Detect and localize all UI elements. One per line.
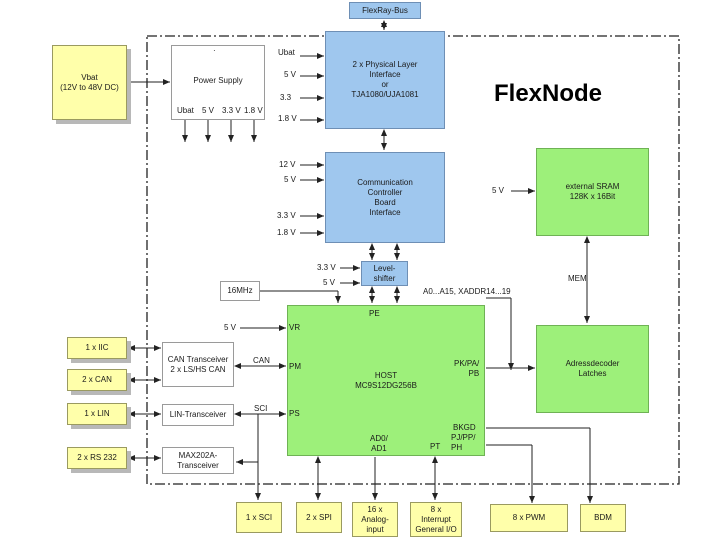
lin-box: 1 x LIN — [67, 403, 127, 425]
flexray-bus-box: FlexRay-Bus — [349, 2, 421, 19]
host-pm-label: PM — [289, 362, 301, 371]
iic-box: 1 x IIC — [67, 337, 127, 359]
host-ad-label: AD0/ AD1 — [370, 434, 388, 453]
ps-33v-label: 3.3 V — [222, 106, 241, 115]
can-transceiver-box: CAN Transceiver 2 x LS/HS CAN — [162, 342, 234, 387]
diagram-title: FlexNode — [494, 80, 603, 107]
power-supply-box: Power Supply — [171, 45, 265, 120]
cc-5v-label: 5 V — [284, 175, 297, 184]
ps-ubat-label: Ubat — [177, 106, 194, 115]
lin-transceiver-box: LIN-Transceiver — [162, 404, 234, 426]
phy-5v-label: 5 V — [284, 70, 297, 79]
host-5v-label: 5 V — [224, 323, 237, 332]
comm-controller-box: Communication Controller Board Interface — [325, 152, 445, 243]
ps-5v-label: 5 V — [202, 106, 215, 115]
sci-line-label: SCI — [254, 404, 268, 413]
cc-18v-label: 1.8 V — [277, 228, 296, 237]
host-pe-label: PE — [369, 309, 380, 318]
sci-box: 1 x SCI — [236, 502, 282, 533]
physical-layer-box: 2 x Physical Layer Interface or TJA1080/… — [325, 31, 445, 129]
clock-box: 16MHz — [220, 281, 260, 301]
host-vr-label: VR — [289, 323, 301, 332]
can-line-label: CAN — [253, 356, 270, 365]
cc-33v-label: 3.3 V — [277, 211, 296, 220]
ls-33v-label: 3.3 V — [317, 263, 336, 272]
can-box: 2 x CAN — [67, 369, 127, 391]
spi-box: 2 x SPI — [296, 502, 342, 533]
analog-input-box: 16 x Analog- input — [352, 502, 398, 537]
cc-12v-label: 12 V — [279, 160, 296, 169]
vbat-box: Vbat (12V to 48V DC) — [52, 45, 127, 120]
address-bus-label: A0...A15, XADDR14...19 — [423, 287, 511, 296]
sram-5v-label: 5 V — [492, 186, 505, 195]
rs232-box: 2 x RS 232 — [67, 447, 127, 469]
level-shifter-box: Level- shifter — [361, 261, 408, 286]
host-box: HOST MC9S12DG256B — [287, 305, 485, 456]
address-decoder-box: Adressdecoder Latches — [536, 325, 649, 413]
host-pk-pa-pb-label: PK/PA/ PB — [454, 359, 480, 378]
external-sram-box: external SRAM 128K x 16Bit — [536, 148, 649, 236]
power-supply-dot: · — [213, 46, 216, 55]
pwm-box: 8 x PWM — [490, 504, 568, 532]
interrupt-io-box: 8 x Interrupt General I/O — [410, 502, 462, 537]
phy-18v-label: 1.8 V — [278, 114, 297, 123]
max-transceiver-box: MAX202A- Transceiver — [162, 447, 234, 474]
phy-ubat-label: Ubat — [278, 48, 295, 57]
ps-18v-label: 1.8 V — [244, 106, 263, 115]
phy-33v-label: 3.3 — [280, 93, 292, 102]
host-pj-pp-ph-label: PJ/PP/ PH — [451, 433, 476, 452]
host-bkgd-label: BKGD — [453, 423, 476, 432]
host-pt-label: PT — [430, 442, 441, 451]
host-ps-label: PS — [289, 409, 300, 418]
ls-5v-label: 5 V — [323, 278, 336, 287]
bdm-box: BDM — [580, 504, 626, 532]
mem-label: MEM — [568, 274, 587, 283]
